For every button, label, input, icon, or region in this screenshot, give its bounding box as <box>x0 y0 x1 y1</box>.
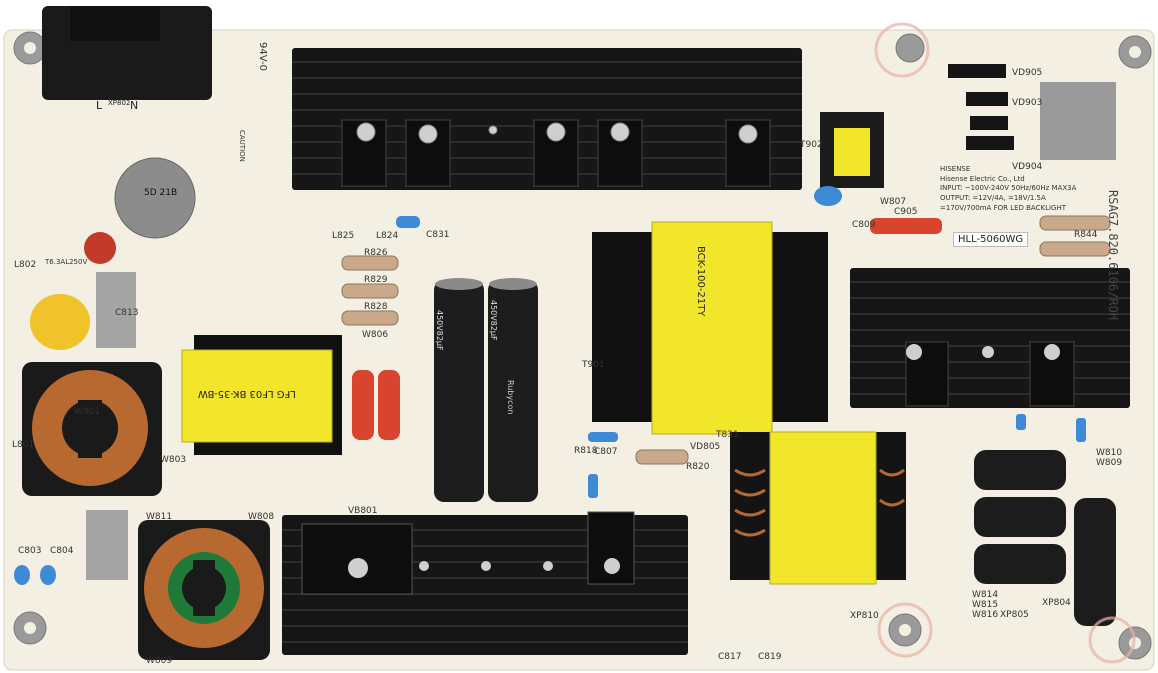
designator: XP804 <box>1042 598 1071 608</box>
brand-label: HISENSE <box>940 165 971 173</box>
transformer-left-label: LFG LF03 BK-35-BW <box>198 388 296 399</box>
designator: W810 <box>1096 448 1123 458</box>
varistor-label: 5D 21B <box>144 188 178 198</box>
designator: W807 <box>880 197 907 207</box>
designator: W801 <box>74 407 101 417</box>
designator: W803 <box>160 455 187 465</box>
designator: W808 <box>248 512 275 522</box>
designator: W816 <box>972 610 999 620</box>
transformer-main-label: BCK-100-21TY <box>695 246 706 317</box>
caution-label: CAUTION <box>238 130 246 162</box>
spec-input-label: INPUT: ~100V-240V 50Hz/60Hz MAX3A <box>940 184 1077 192</box>
designator: W811 <box>146 512 173 522</box>
maker-label: Hisense Electric Co., Ltd <box>940 175 1025 183</box>
designator: VD904 <box>1012 162 1043 172</box>
designator: W814 <box>972 590 999 600</box>
designator: VB801 <box>348 506 378 516</box>
designator: VD805 <box>690 442 721 452</box>
spec-output1-label: OUTPUT: =12V/4A, =18V/1.5A <box>940 194 1046 202</box>
designator: C813 <box>115 308 139 318</box>
designator: T831 <box>716 430 739 440</box>
flame-rating-label: 94V-0 <box>257 42 268 71</box>
designator: VD903 <box>1012 98 1043 108</box>
designator: XP810 <box>850 611 879 621</box>
fuse-label: T6.3AL250V <box>45 258 88 266</box>
designator: W809 <box>146 656 173 666</box>
designator: T901 <box>582 360 605 370</box>
designator: R826 <box>364 248 388 258</box>
designator: VD905 <box>1012 68 1043 78</box>
cap2-rating-label: 450V82µF <box>489 300 498 341</box>
designator: C819 <box>758 652 782 662</box>
connector-n-label: N <box>130 99 139 112</box>
designator: C807 <box>594 447 618 457</box>
designator: C804 <box>50 546 74 556</box>
designator: L802 <box>14 260 37 270</box>
designator: W815 <box>972 600 999 610</box>
designator: R820 <box>686 462 710 472</box>
designator: XP805 <box>1000 610 1029 620</box>
spec-output2-label: =170V/700mA FOR LED BACKLIGHT <box>940 204 1067 212</box>
designator: C817 <box>718 652 742 662</box>
designator: C809 <box>852 220 876 230</box>
designator: R828 <box>364 302 388 312</box>
model-label: HLL-5060WG <box>953 232 1029 247</box>
designator: L801 <box>12 440 35 450</box>
designator: T902 <box>800 140 823 150</box>
designator: R829 <box>364 275 388 285</box>
designator: R818 <box>574 446 598 456</box>
connector-l-label: L <box>96 99 103 112</box>
cap1-rating-label: 450V82µF <box>435 310 444 351</box>
designator: W806 <box>362 330 389 340</box>
connector-xp802-label: XP802 <box>108 99 131 107</box>
designator: L825 <box>332 231 355 241</box>
part-number-label: RSAG7.820.6106/ROH <box>1106 190 1120 321</box>
designator: C831 <box>426 230 450 240</box>
designator: C803 <box>18 546 42 556</box>
designator: R844 <box>1074 230 1098 240</box>
designator: L824 <box>376 231 399 241</box>
designator: W809 <box>1096 458 1123 468</box>
designator: C905 <box>894 207 918 217</box>
cap-brand-label: Rubycon <box>506 380 515 415</box>
